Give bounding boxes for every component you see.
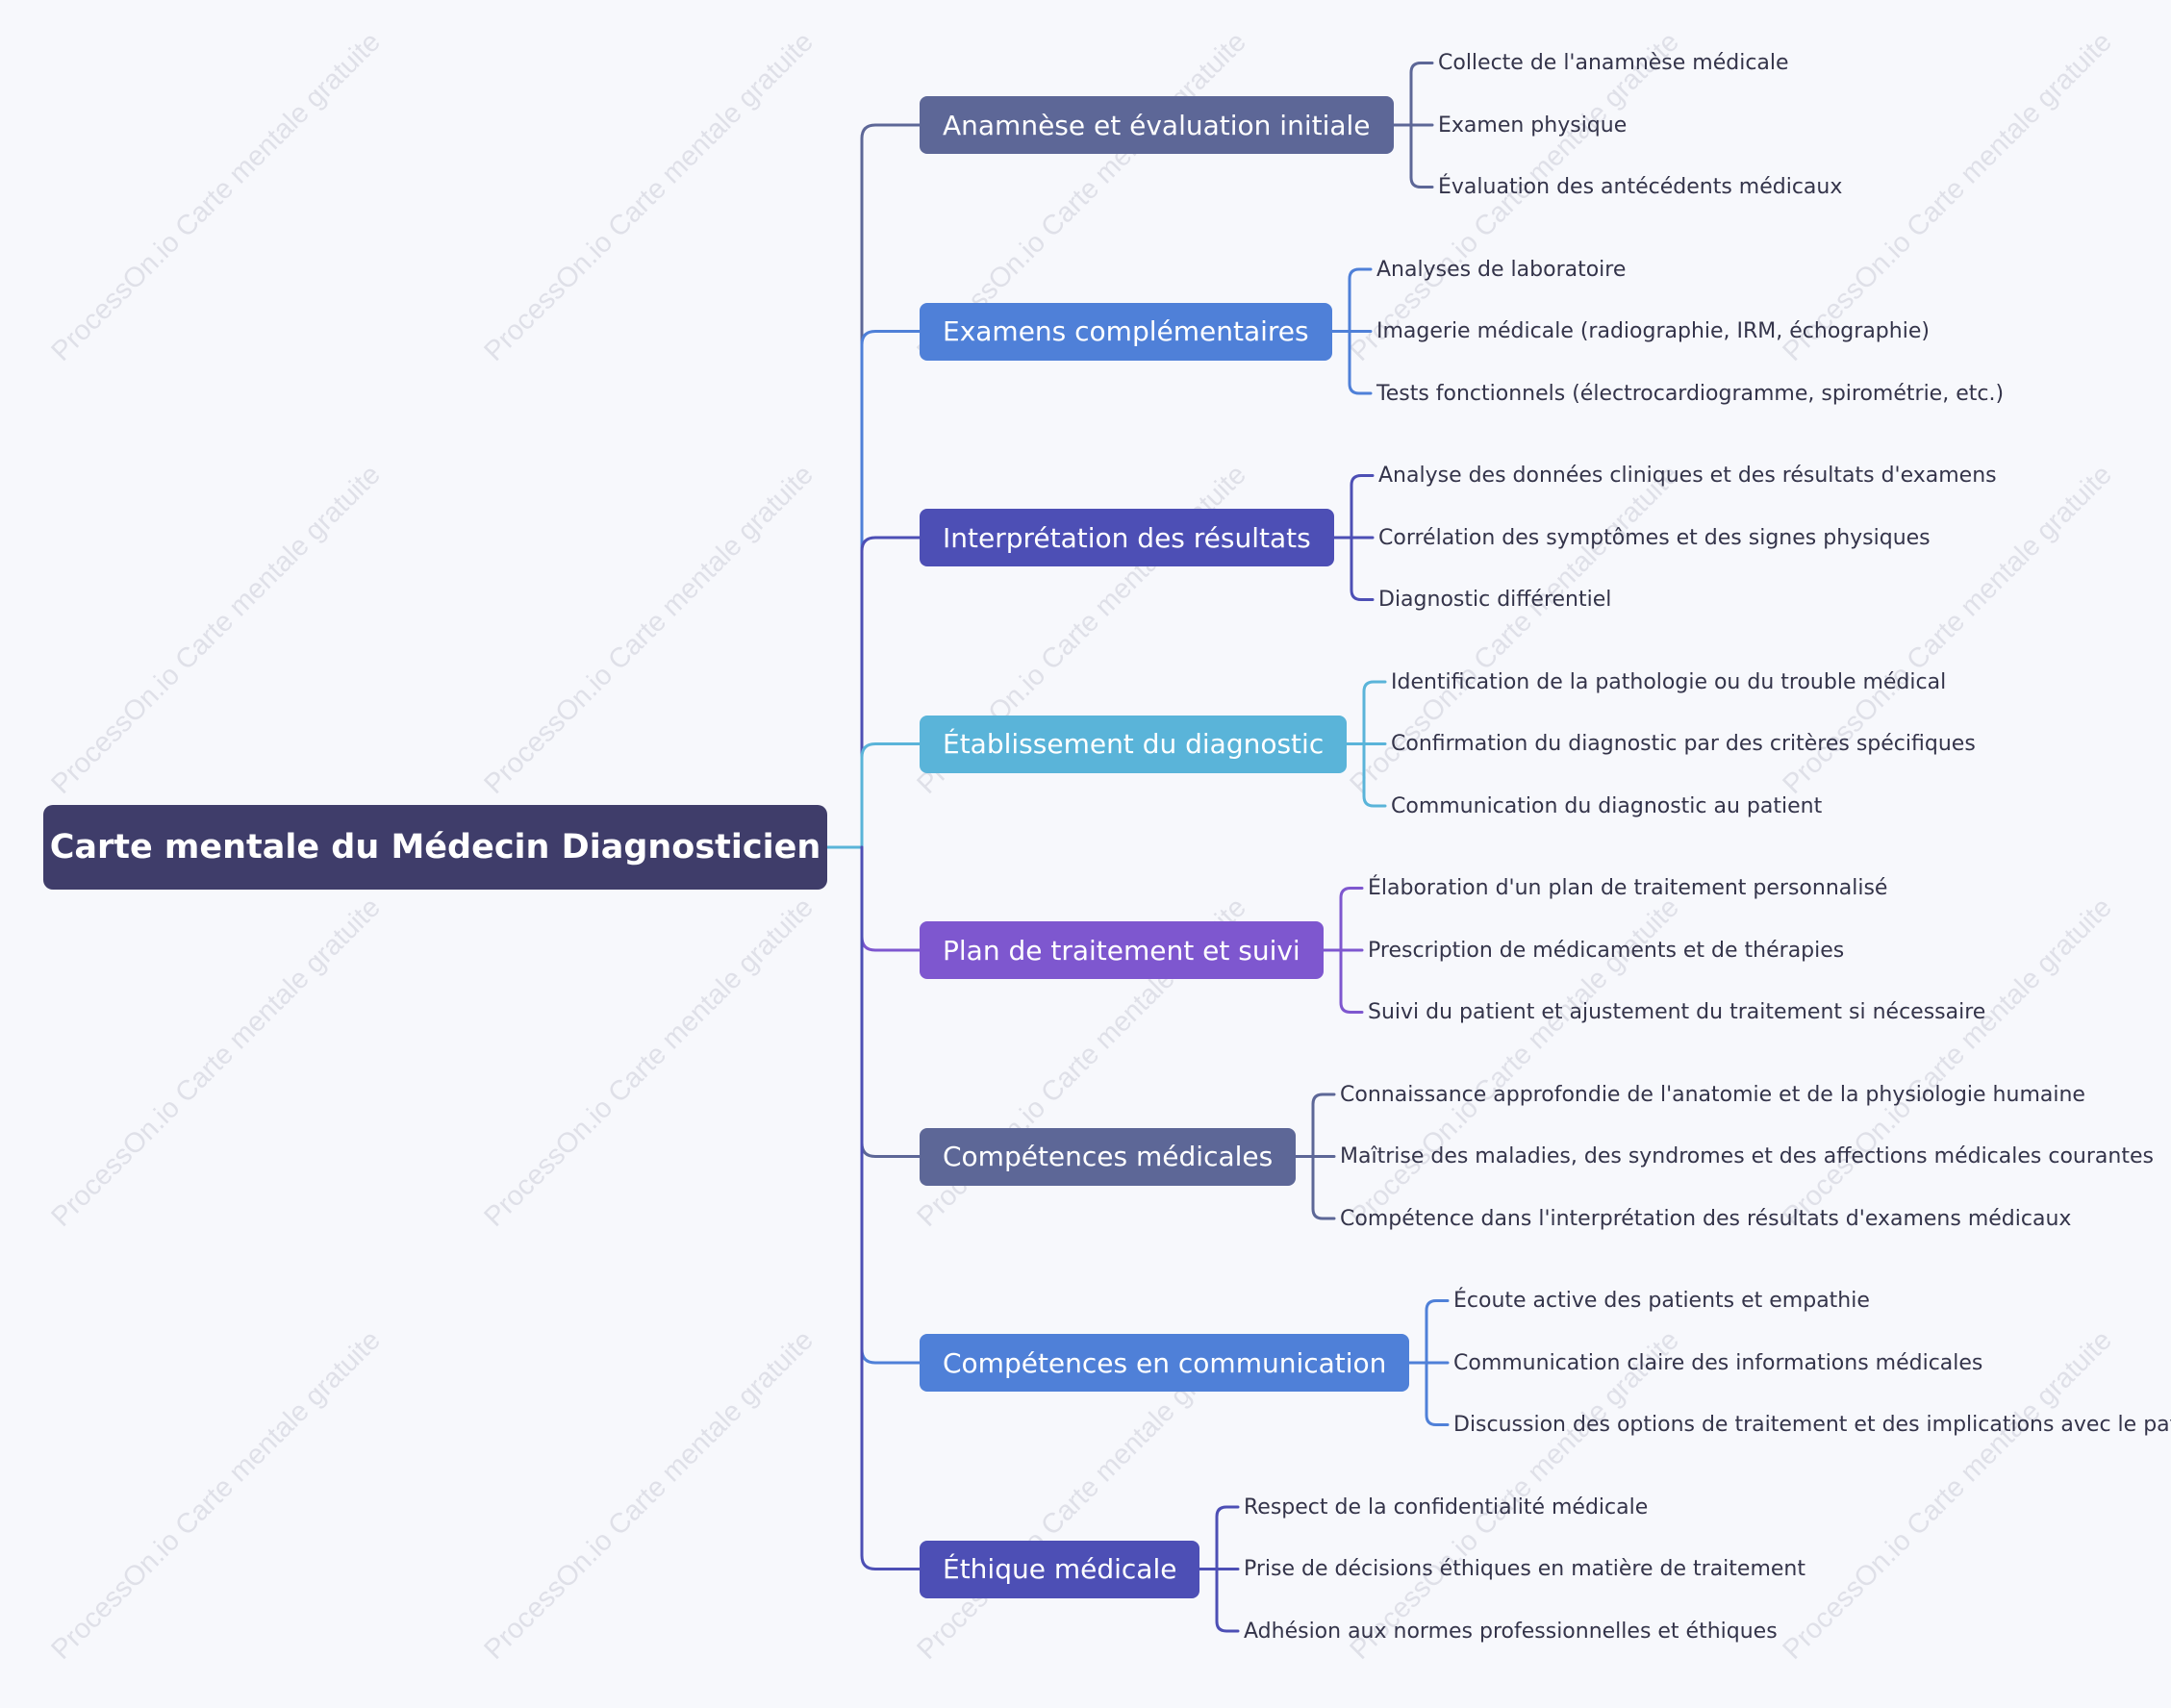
branch-node-interpretation[interactable]: Interprétation des résultats	[920, 509, 1334, 566]
branch-node-diagnostic[interactable]: Établissement du diagnostic	[920, 715, 1348, 773]
connector-line	[1215, 1568, 1240, 1633]
connector-line	[860, 742, 921, 849]
connector-line	[1425, 1299, 1450, 1365]
leaf-node[interactable]: Maîtrise des maladies, des syndromes et …	[1340, 1144, 2154, 1168]
leaf-node[interactable]: Communication claire des informations mé…	[1453, 1350, 1983, 1375]
branch-node-competences-medicales[interactable]: Compétences médicales	[920, 1127, 1297, 1186]
leaf-node[interactable]: Prescription de médicaments et de thérap…	[1368, 938, 1845, 963]
connector-line	[1362, 742, 1387, 808]
connector-line	[860, 536, 921, 849]
leaf-node[interactable]: Confirmation du diagnostic par des critè…	[1391, 732, 1976, 756]
connector-line	[1348, 267, 1373, 333]
branch-node-traitement[interactable]: Plan de traitement et suivi	[920, 921, 1324, 979]
connector-line	[1350, 474, 1375, 540]
connector-line	[860, 123, 921, 849]
leaf-node[interactable]: Analyse des données cliniques et des rés…	[1378, 464, 1997, 488]
connector-line	[1425, 1361, 1450, 1426]
branch-node-communication[interactable]: Compétences en communication	[920, 1334, 1410, 1392]
connector-line	[1362, 680, 1387, 745]
connector-line	[860, 845, 921, 1158]
leaf-node[interactable]: Imagerie médicale (radiographie, IRM, éc…	[1376, 319, 1930, 343]
connector-line	[1350, 536, 1375, 601]
connector-line	[1311, 1155, 1336, 1220]
leaf-node[interactable]: Analyses de laboratoire	[1376, 257, 1627, 282]
leaf-node[interactable]: Connaissance approfondie de l'anatomie e…	[1340, 1082, 2085, 1107]
leaf-node[interactable]: Identification de la pathologie ou du tr…	[1391, 669, 1947, 694]
connector-line	[1348, 330, 1373, 395]
connector-line	[1409, 123, 1434, 188]
connector-line	[860, 845, 921, 1365]
leaf-node[interactable]: Examen physique	[1438, 113, 1628, 138]
connector-line	[1215, 1505, 1240, 1570]
connector-line	[1311, 1093, 1336, 1158]
branch-node-examens[interactable]: Examens complémentaires	[920, 302, 1332, 361]
leaf-node[interactable]: Communication du diagnostic au patient	[1391, 793, 1823, 818]
branch-node-ethique[interactable]: Éthique médicale	[920, 1540, 1200, 1598]
leaf-node[interactable]: Respect de la confidentialité médicale	[1244, 1494, 1649, 1520]
connector-line	[1339, 948, 1364, 1014]
leaf-node[interactable]: Évaluation des antécédents médicaux	[1438, 175, 1843, 199]
root-node[interactable]: Carte mentale du Médecin Diagnosticien	[43, 805, 827, 890]
branch-node-anamnese[interactable]: Anamnèse et évaluation initiale	[920, 96, 1394, 154]
leaf-node[interactable]: Collecte de l'anamnèse médicale	[1438, 51, 1789, 75]
leaf-node[interactable]: Diagnostic différentiel	[1378, 588, 1612, 612]
leaf-node[interactable]: Élaboration d'un plan de traitement pers…	[1368, 876, 1888, 900]
leaf-node[interactable]: Suivi du patient et ajustement du traite…	[1368, 1000, 1986, 1024]
leaf-node[interactable]: Corrélation des symptômes et des signes …	[1378, 525, 1931, 550]
connector-line	[1339, 887, 1364, 952]
connector-line	[1409, 62, 1434, 127]
connector-line	[860, 845, 921, 1570]
connector-line	[860, 845, 921, 952]
leaf-node[interactable]: Prise de décisions éthiques en matière d…	[1244, 1557, 1805, 1581]
leaf-node[interactable]: Tests fonctionnels (électrocardiogramme,…	[1376, 381, 2005, 406]
leaf-node[interactable]: Compétence dans l'interprétation des rés…	[1340, 1206, 2072, 1231]
leaf-node[interactable]: Discussion des options de traitement et …	[1453, 1413, 2171, 1437]
leaf-node[interactable]: Adhésion aux normes professionnelles et …	[1244, 1619, 1778, 1644]
connector-line	[860, 330, 921, 849]
leaf-node[interactable]: Écoute active des patients et empathie	[1453, 1289, 1870, 1313]
